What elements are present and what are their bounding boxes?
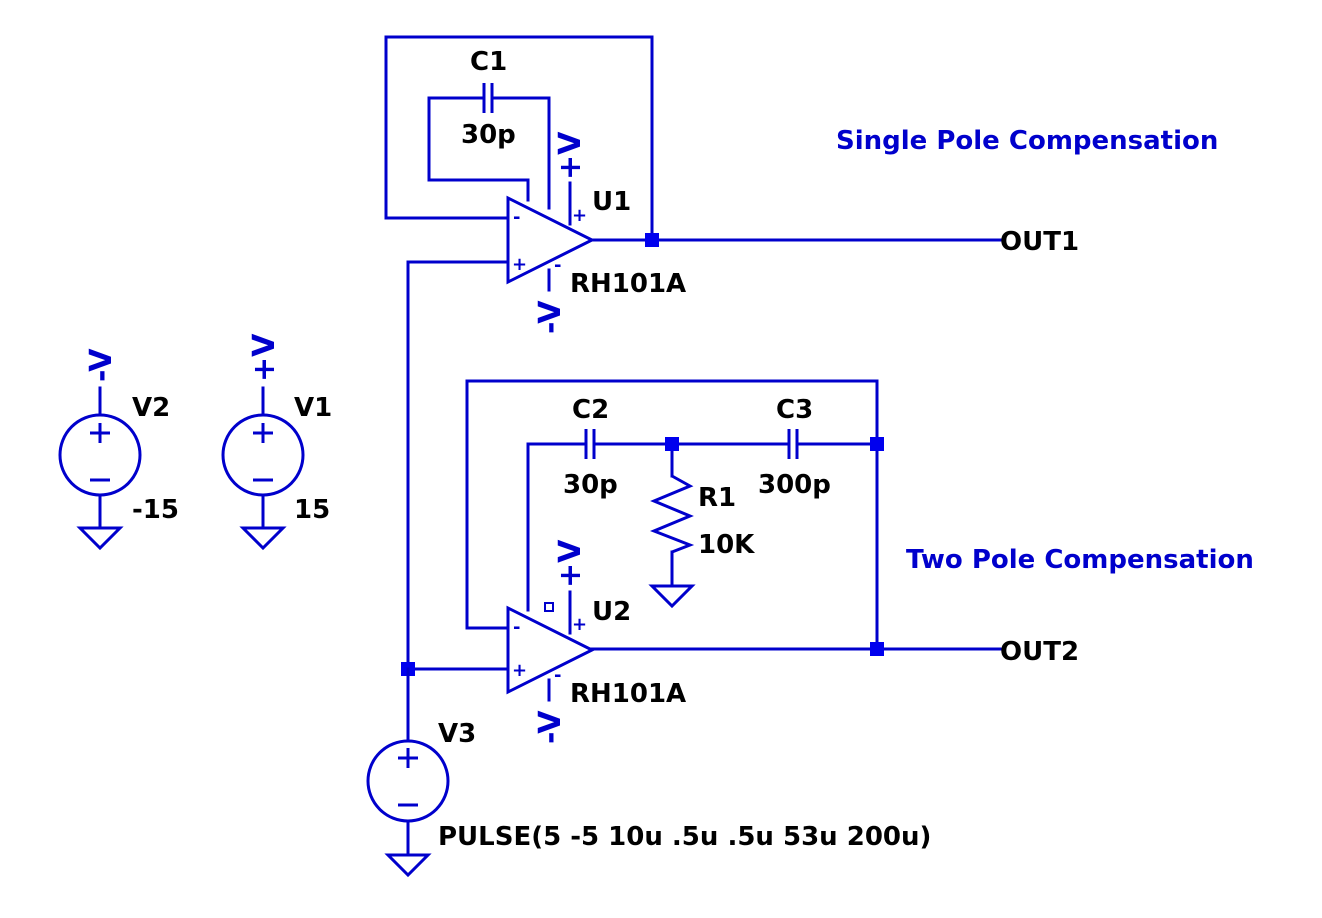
junction-out1 — [645, 233, 659, 247]
u2-ref: U2 — [592, 597, 631, 627]
u2-vneg-net: -V — [533, 710, 568, 744]
u1-vpos-net: +V — [553, 131, 588, 180]
u1-vneg-pin: - — [554, 255, 561, 276]
u2-vneg-pin: - — [554, 665, 561, 686]
junction-c3-feedback — [870, 437, 884, 451]
v2-ref: V2 — [132, 393, 170, 423]
c2-value: 30p — [563, 470, 618, 500]
v1-value: 15 — [294, 495, 330, 525]
v3-value: PULSE(5 -5 10u .5u .5u 53u 200u) — [438, 822, 931, 852]
single-pole-comment: Single Pole Compensation — [836, 126, 1218, 156]
c1-ref: C1 — [470, 47, 507, 77]
v2-net-label: -V — [84, 348, 119, 382]
v3-source[interactable] — [366, 667, 450, 878]
v2-value: -15 — [132, 495, 179, 525]
out1-net-label[interactable]: OUT1 — [1000, 227, 1079, 257]
u2-wiring — [406, 379, 1002, 702]
u1-opamp[interactable] — [506, 195, 596, 285]
v3-ref: V3 — [438, 719, 476, 749]
two-pole-comment: Two Pole Compensation — [906, 545, 1254, 575]
v1-source[interactable] — [221, 386, 305, 551]
v1-ref: V1 — [294, 393, 332, 423]
u2-vpos-pin: + — [572, 614, 587, 635]
u2-opamp[interactable] — [506, 602, 596, 695]
u2-inverting-pin: - — [513, 617, 520, 638]
u2-vpos-net: +V — [553, 539, 588, 588]
u1-ref: U1 — [592, 187, 631, 217]
r1-resistor[interactable] — [648, 474, 696, 609]
u1-vpos-pin: + — [572, 205, 587, 226]
u1-noninverting-pin: + — [512, 254, 527, 275]
r1-value: 10K — [698, 530, 755, 560]
v2-source[interactable] — [58, 386, 142, 551]
r1-ref: R1 — [698, 483, 736, 513]
c1-value: 30p — [461, 120, 516, 150]
c2-ref: C2 — [572, 395, 609, 425]
c3-ref: C3 — [776, 395, 813, 425]
c3-capacitor[interactable] — [787, 429, 799, 459]
c2-capacitor[interactable] — [584, 429, 596, 459]
v1-net-label: +V — [247, 333, 282, 382]
junction-out2 — [870, 642, 884, 656]
c3-value: 300p — [758, 470, 831, 500]
c1-capacitor[interactable] — [482, 83, 494, 113]
junction-c2-r1-c3 — [665, 437, 679, 451]
u1-inverting-pin: - — [513, 207, 520, 228]
u1-model: RH101A — [570, 269, 686, 299]
u1-vneg-net: -V — [533, 300, 568, 334]
u2-noninverting-pin: + — [512, 660, 527, 681]
out2-net-label[interactable]: OUT2 — [1000, 637, 1079, 667]
u2-model: RH101A — [570, 679, 686, 709]
